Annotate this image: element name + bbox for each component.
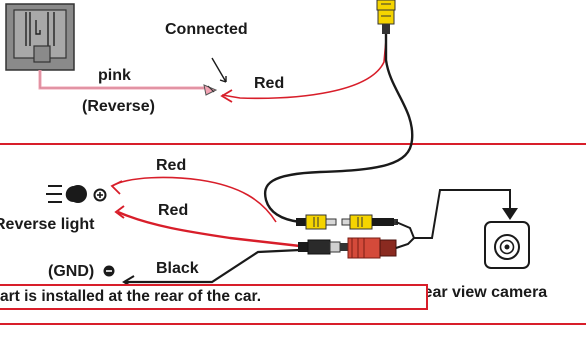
reverse-paren-label: (Reverse) <box>82 98 155 115</box>
video-cable <box>263 34 414 224</box>
note-box <box>0 284 428 310</box>
rear-camera-label: Rear view camera <box>412 284 548 301</box>
red-power-label: Red <box>158 202 189 219</box>
red-wire-light <box>111 176 277 223</box>
plus-terminal-icon <box>93 188 107 202</box>
camera-cable <box>395 189 511 239</box>
red-light-label: Red <box>156 157 187 174</box>
power-plug-pair <box>298 237 397 259</box>
connected-label: Connected <box>165 21 248 38</box>
camera-cable-2 <box>395 237 415 249</box>
reverse-lamp-connector <box>5 3 75 71</box>
red-top-label: Red <box>254 75 285 92</box>
yellow-rca-top <box>376 0 396 34</box>
connected-arrow <box>211 57 227 83</box>
camera-icon <box>484 221 530 269</box>
black-gnd-wire <box>124 248 301 284</box>
minus-terminal-icon <box>103 265 115 277</box>
lamp-icon <box>46 185 87 203</box>
rca-pair <box>296 214 398 230</box>
black-label: Black <box>156 260 199 277</box>
red-wire-power <box>117 210 301 248</box>
pink-label: pink <box>98 67 131 84</box>
red-wire-top <box>221 39 387 100</box>
splice-tip <box>203 84 218 96</box>
gnd-label: (GND) <box>48 263 95 280</box>
reverse-light-label: Reverse light <box>0 216 95 233</box>
note-text: art is installed at the rear of the car. <box>0 288 262 305</box>
